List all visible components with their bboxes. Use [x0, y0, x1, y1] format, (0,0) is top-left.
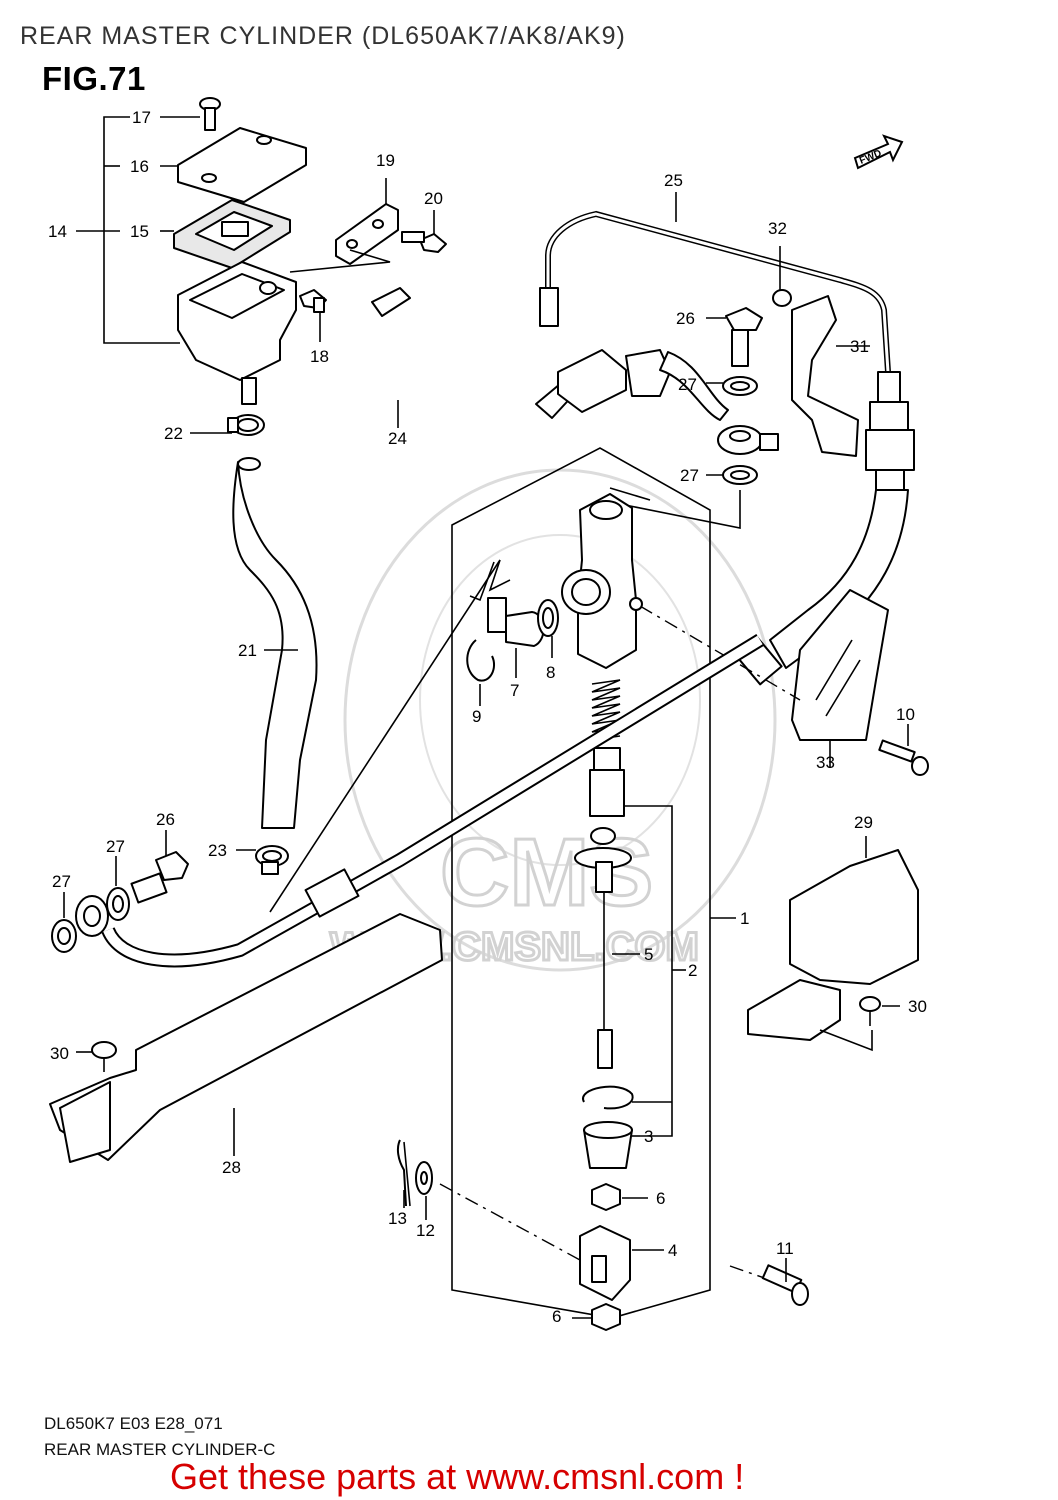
- callout-6a: 6: [656, 1189, 665, 1208]
- callout-1: 1: [740, 909, 749, 928]
- washer-27b: [599, 465, 758, 529]
- hose-clamp-23: [236, 845, 289, 875]
- washer-27c: [106, 856, 130, 921]
- callout-31: 31: [850, 337, 869, 356]
- callout-26a: 26: [676, 309, 695, 328]
- push-rod-5: [574, 827, 640, 1069]
- nut-6b: [572, 1303, 621, 1331]
- banjo-fitting: [535, 349, 729, 421]
- washer-27d: [51, 892, 77, 953]
- reservoir-body: [177, 261, 297, 405]
- guard-29: [747, 836, 919, 1041]
- banjo-eye-lower: [75, 895, 109, 937]
- diaphragm: [160, 199, 291, 269]
- cta-link[interactable]: Get these parts at www.cmsnl.com !: [170, 1456, 745, 1497]
- callout-12: 12: [416, 1221, 435, 1240]
- callout-18: 18: [310, 347, 329, 366]
- circlip-2: [582, 1085, 672, 1110]
- callout-24: 24: [388, 429, 407, 448]
- clevis-4: [579, 1225, 664, 1301]
- callout-9: 9: [472, 707, 481, 726]
- callout-28: 28: [222, 1158, 241, 1177]
- washer-12: [415, 1161, 433, 1220]
- callout-6b: 6: [552, 1307, 561, 1326]
- diagram-name: REAR MASTER CYLINDER-C: [44, 1440, 276, 1459]
- fwd-label: FWD: [858, 148, 883, 167]
- bracket-19: [289, 178, 399, 273]
- washer-27a: [706, 376, 758, 396]
- callout-25: 25: [664, 171, 683, 190]
- bracket-31: [791, 295, 870, 457]
- callout-27b: 27: [680, 466, 699, 485]
- callout-33: 33: [816, 753, 835, 772]
- screw-30a: [76, 1041, 117, 1072]
- boot-3: [583, 1121, 640, 1169]
- hose-clamp-22: [190, 414, 265, 436]
- callout-22: 22: [164, 424, 183, 443]
- piston-assembly: [589, 747, 673, 1137]
- screw-30b: [819, 996, 900, 1052]
- callout-10: 10: [896, 705, 915, 724]
- callout-3: 3: [644, 1127, 653, 1146]
- callout-23: 23: [208, 841, 227, 860]
- brake-pipe-25: [539, 192, 891, 373]
- callout-32: 32: [768, 219, 787, 238]
- callout-21: 21: [238, 641, 257, 660]
- clevis-pin-11: [761, 1258, 809, 1306]
- nut-6a: [591, 1183, 648, 1211]
- reservoir-hose: [232, 457, 318, 829]
- callout-2: 2: [688, 961, 697, 980]
- brake-hose-lower: [101, 559, 764, 968]
- callout-16: 16: [130, 157, 149, 176]
- fwd-arrow-icon: FWD: [853, 134, 904, 170]
- union-bolt-26b: [130, 830, 189, 904]
- callout-15: 15: [130, 222, 149, 241]
- cotter-pin-13: [396, 1139, 411, 1208]
- heat-guard-28: [49, 913, 443, 1163]
- callout-20: 20: [424, 189, 443, 208]
- reservoir-cap: [160, 127, 307, 203]
- callout-4: 4: [668, 1241, 677, 1260]
- assembly-frame: [451, 447, 711, 1319]
- figure-label: FIG.71: [42, 60, 146, 97]
- diagram-code: DL650K7 E03 E28_071: [44, 1414, 223, 1433]
- callout-7: 7: [510, 681, 519, 700]
- bolt-18: [299, 289, 327, 342]
- union-bolt-26a: [706, 307, 763, 367]
- callout-17: 17: [132, 108, 151, 127]
- callout-13: 13: [388, 1209, 407, 1228]
- o-ring-8: [537, 599, 559, 658]
- callout-27d: 27: [52, 872, 71, 891]
- bolt-20: [401, 210, 447, 253]
- bolt-32: [772, 246, 792, 307]
- circlip-9: [466, 639, 496, 706]
- hose-guard-33: [791, 589, 889, 768]
- callout-27c: 27: [106, 837, 125, 856]
- callout-14: 14: [48, 222, 67, 241]
- callout-30a: 30: [50, 1044, 69, 1063]
- callout-27a: 27: [678, 375, 697, 394]
- watermark: CMS WWW.CMSNL.COM: [329, 468, 777, 972]
- callout-30b: 30: [908, 997, 927, 1016]
- banjo-hose-end: [717, 425, 779, 455]
- cap-screw: [160, 97, 221, 131]
- page-title: REAR MASTER CYLINDER (DL650AK7/AK8/AK9): [20, 22, 626, 50]
- callout-29: 29: [854, 813, 873, 832]
- callout-11: 11: [776, 1239, 794, 1258]
- watermark-brand: CMS: [440, 819, 653, 926]
- master-cylinder-body: [561, 487, 651, 669]
- callout-19: 19: [376, 151, 395, 170]
- callout-5: 5: [644, 945, 653, 964]
- screw-10: [878, 724, 929, 776]
- hose-24: [340, 287, 538, 428]
- callout-8: 8: [546, 663, 555, 682]
- callout-26b: 26: [156, 810, 175, 829]
